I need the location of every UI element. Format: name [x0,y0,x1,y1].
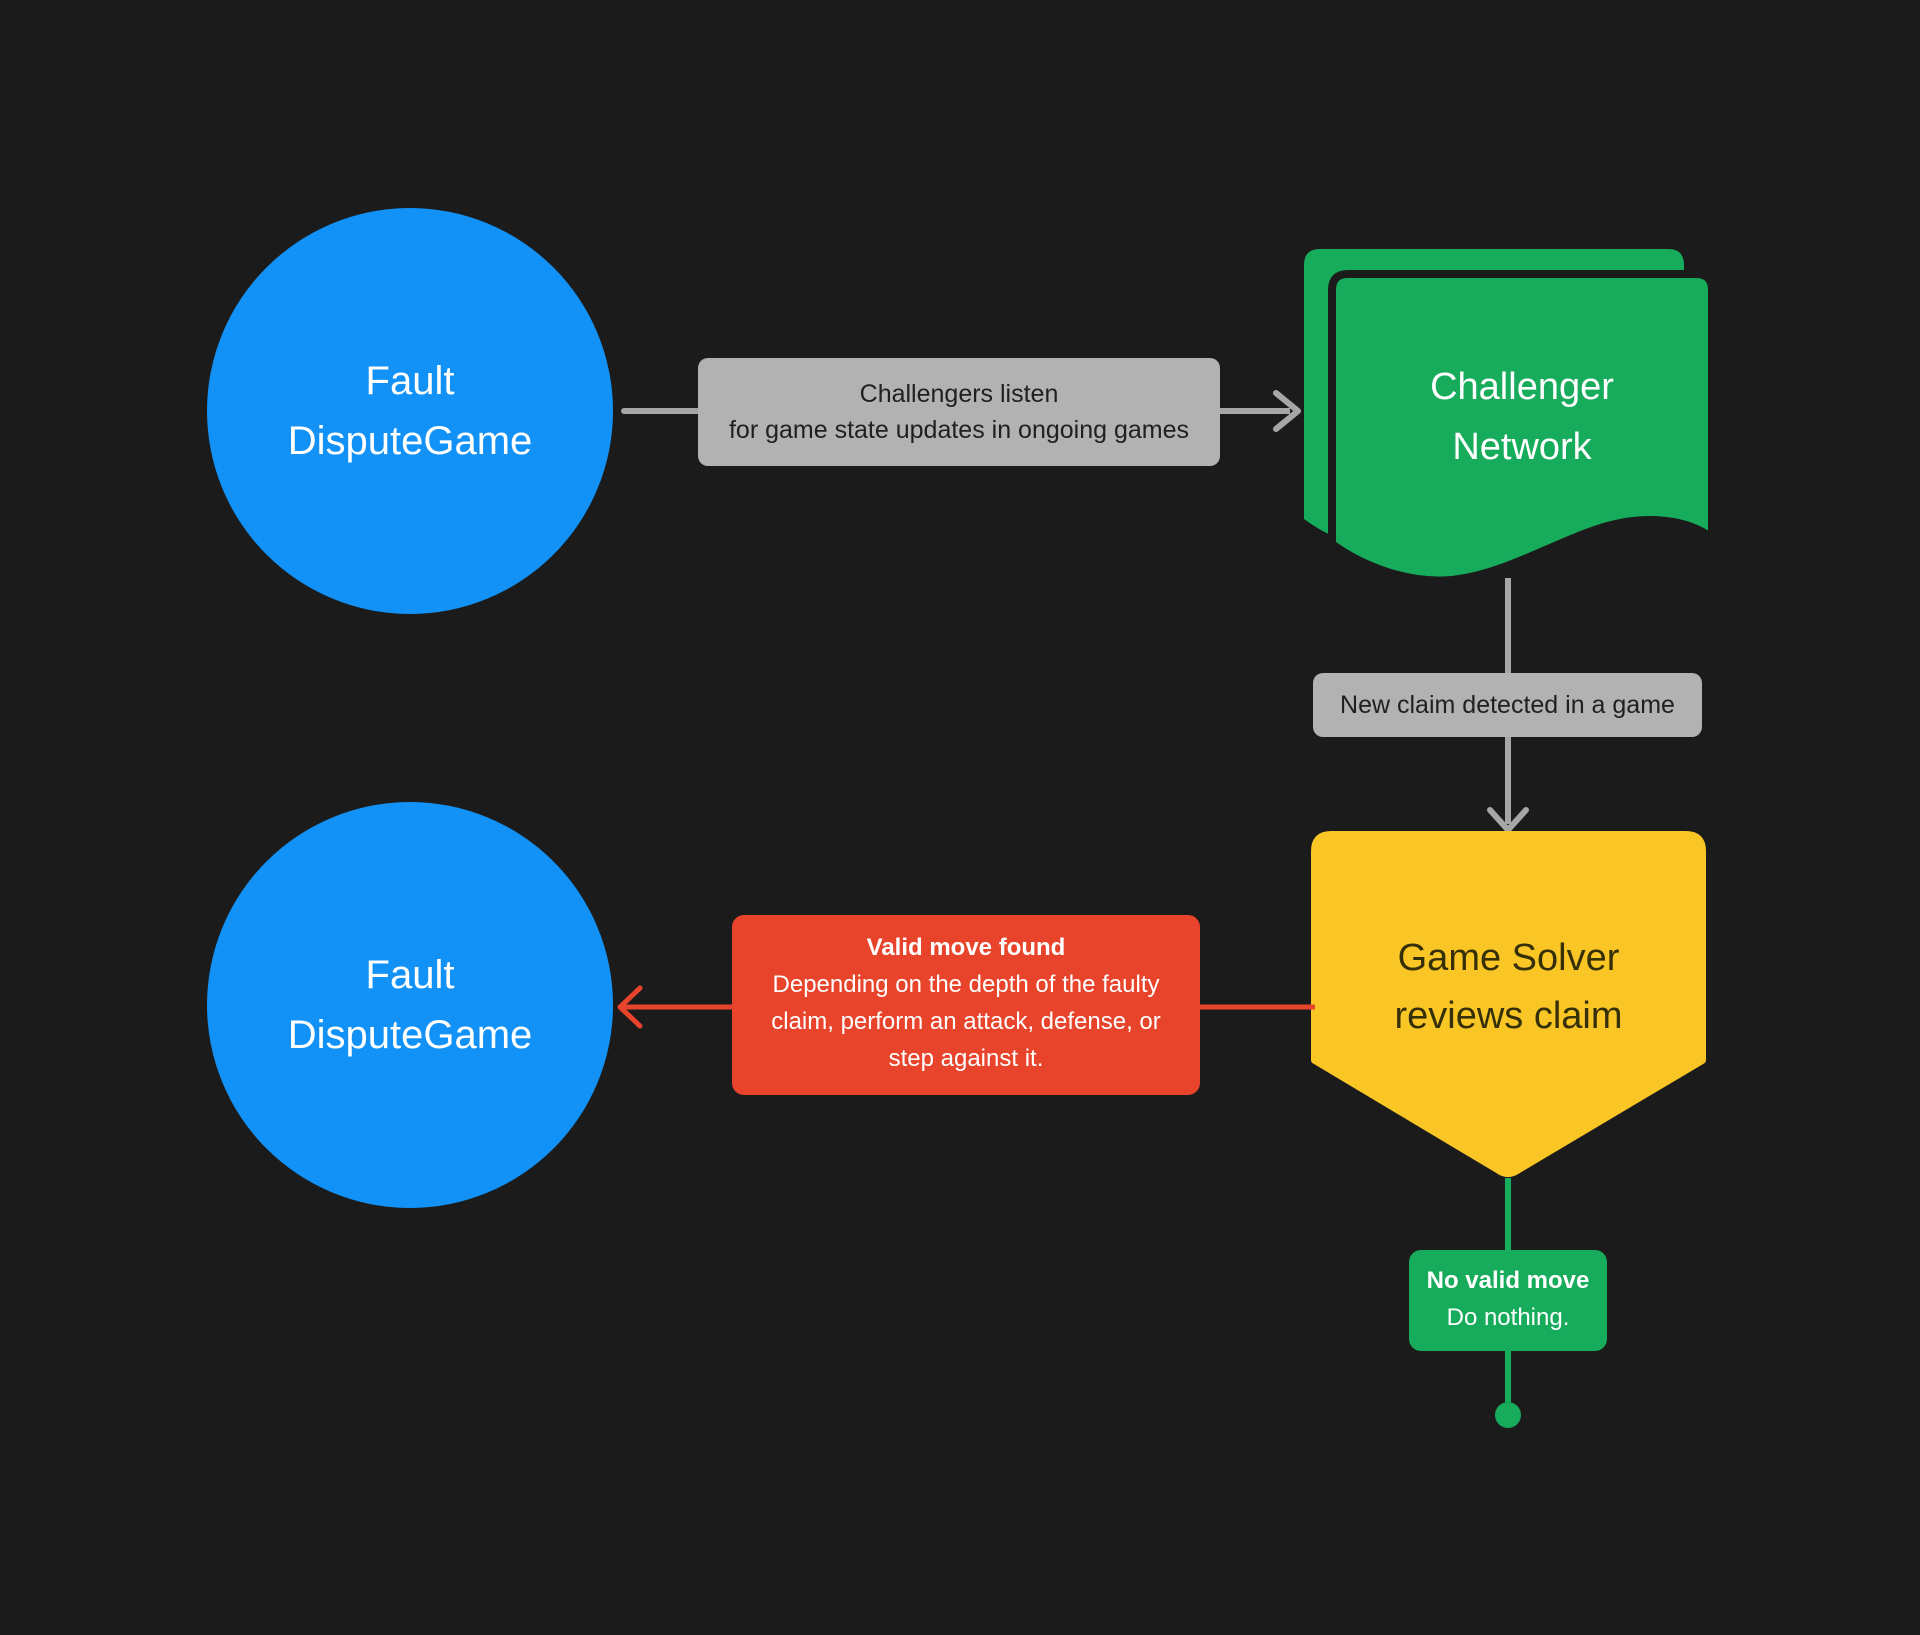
challenger-network-label: Challenger Network [1332,357,1712,477]
game-solver-label: Game Solver reviews claim [1315,929,1702,1045]
document-shape-front [1328,270,1716,585]
valid-move-callout: Valid move found Depending on the depth … [732,915,1200,1095]
node-label-line: Challenger [1430,366,1614,408]
valid-move-title: Valid move found [866,934,1066,961]
no-valid-move-callout: No valid move Do nothing. [1409,1250,1607,1351]
arrow-down-icon [1487,807,1529,833]
node-label-line: Game Solver [1397,937,1620,979]
listen-label-line1: Challengers listen [859,380,1059,408]
new-claim-label-text: New claim detected in a game [1340,691,1675,719]
listen-label-line2: for game state updates in ongoing games [728,416,1190,444]
arrow-right-icon [1273,390,1301,432]
node-label-line: Network [1452,426,1592,468]
node-label-line: DisputeGame [287,1013,533,1057]
arrow-left-icon [617,985,643,1029]
node-label-line: reviews claim [1394,995,1623,1037]
no-valid-move-title: No valid move [1426,1267,1590,1294]
node-label-line: Fault [365,953,455,997]
valid-move-body: Depending on the depth of the faulty cla… [771,971,1161,1072]
terminal-dot [1495,1402,1521,1428]
node-label-line: DisputeGame [287,419,533,463]
solver-pentagon-shape [1311,831,1706,1177]
listen-label: Challengers listen for game state update… [698,358,1220,466]
node-label-line: Fault [365,359,455,403]
fault-disputegame-node-bottom: Fault DisputeGame [207,802,613,1208]
no-valid-move-body: Do nothing. [1446,1304,1570,1331]
fault-disputegame-node-top: Fault DisputeGame [207,208,613,614]
new-claim-label: New claim detected in a game [1313,673,1702,737]
